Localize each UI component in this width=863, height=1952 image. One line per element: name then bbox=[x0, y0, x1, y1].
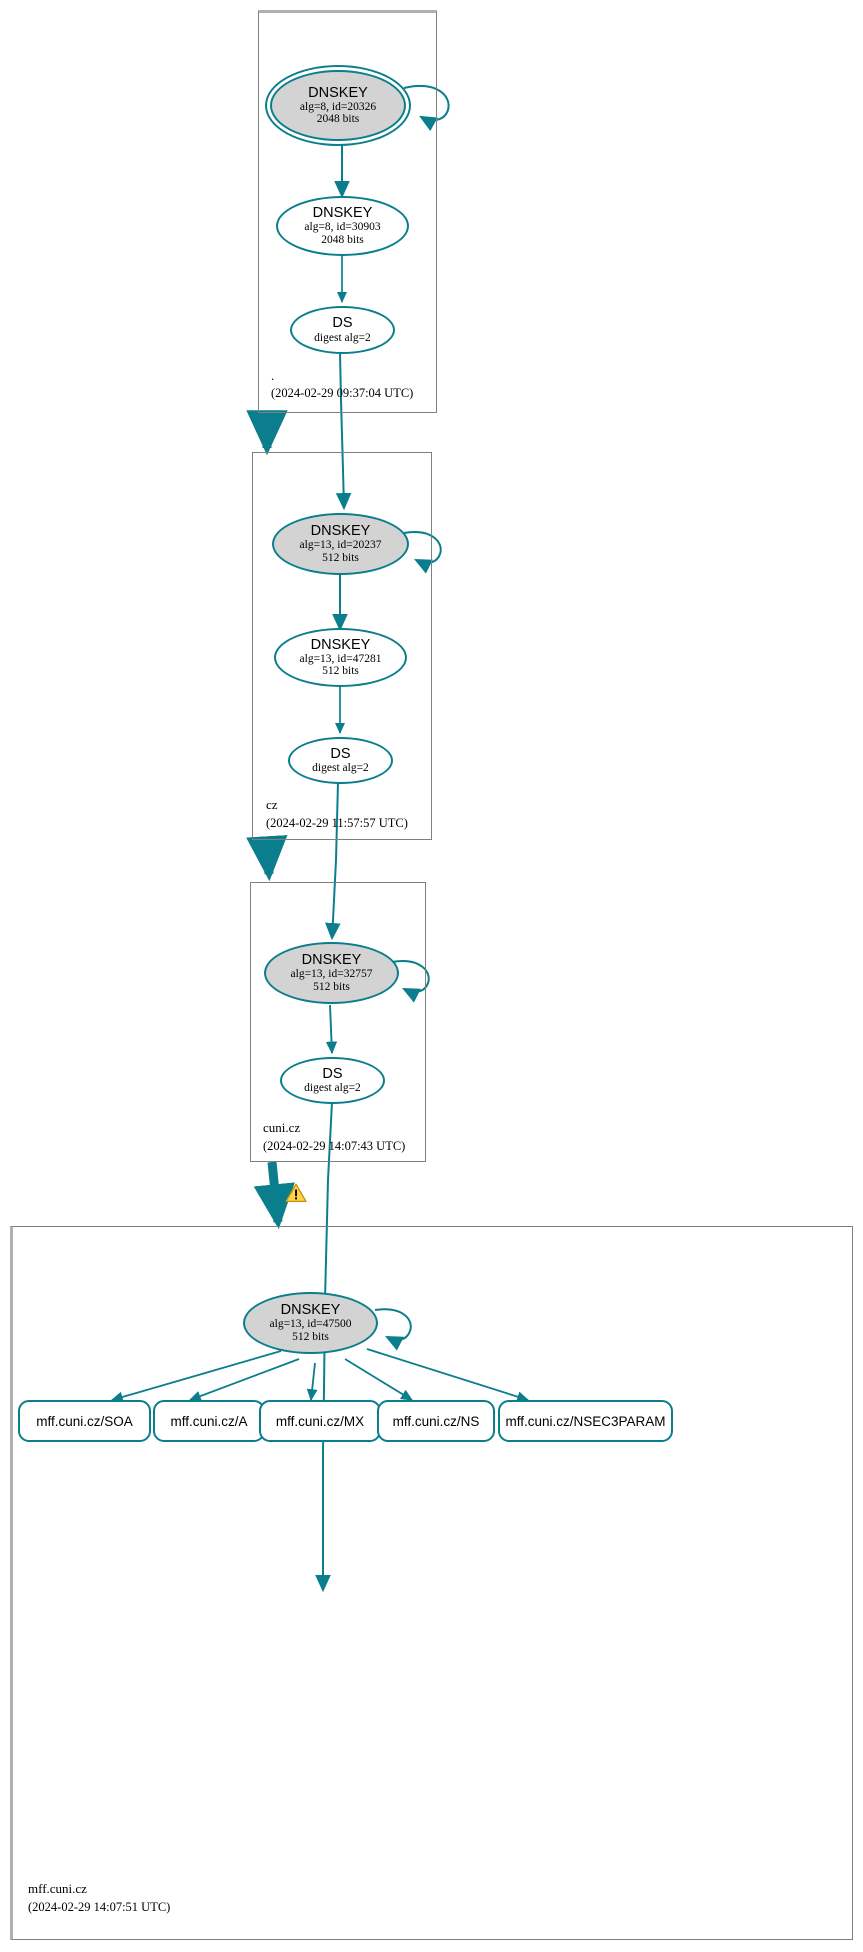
node-title: DS bbox=[332, 315, 353, 332]
node-root-zsk[interactable]: DNSKEY alg=8, id=30903 2048 bits bbox=[276, 196, 409, 256]
node-title: DNSKEY bbox=[301, 952, 362, 969]
node-title: DNSKEY bbox=[310, 523, 371, 540]
zone-timestamp-cuni: (2024-02-29 14:07:43 UTC) bbox=[263, 1139, 406, 1153]
node-title: DS bbox=[322, 1065, 343, 1082]
rrset-mff-ns[interactable]: mff.cuni.cz/NS bbox=[377, 1400, 495, 1442]
zone-timestamp-cz: (2024-02-29 11:57:57 UTC) bbox=[266, 816, 408, 830]
node-keyinfo: alg=13, id=47500 bbox=[269, 1318, 352, 1331]
node-mff-ksk[interactable]: DNSKEY alg=13, id=47500 512 bits bbox=[243, 1292, 378, 1354]
rrset-mff-soa[interactable]: mff.cuni.cz/SOA bbox=[18, 1400, 151, 1442]
zone-box-mff bbox=[10, 1226, 853, 1940]
node-cuni-ksk[interactable]: DNSKEY alg=13, id=32757 512 bits bbox=[264, 942, 399, 1004]
rrset-label: mff.cuni.cz/NS bbox=[392, 1413, 480, 1429]
node-keyinfo: alg=13, id=47281 bbox=[299, 652, 382, 665]
zone-timestamp-mff: (2024-02-29 14:07:51 UTC) bbox=[28, 1900, 171, 1914]
zone-label-cuni: cuni.cz bbox=[263, 1120, 301, 1135]
rrset-label: mff.cuni.cz/A bbox=[170, 1413, 248, 1429]
node-digestalg: digest alg=2 bbox=[304, 1082, 361, 1095]
node-keyinfo: alg=8, id=20326 bbox=[299, 100, 377, 113]
edge-delegation-cuni-to-mff bbox=[253, 1161, 295, 1230]
zone-timestamp-root: (2024-02-29 09:37:04 UTC) bbox=[271, 386, 414, 400]
rrset-mff-mx[interactable]: mff.cuni.cz/MX bbox=[259, 1400, 381, 1442]
node-title: DNSKEY bbox=[310, 636, 371, 653]
zone-box-root bbox=[258, 10, 437, 413]
node-title: DNSKEY bbox=[308, 84, 368, 101]
node-title: DS bbox=[330, 745, 351, 762]
node-keyinfo: alg=13, id=20237 bbox=[299, 539, 382, 552]
rrset-label: mff.cuni.cz/MX bbox=[275, 1413, 365, 1429]
rrset-mff-a[interactable]: mff.cuni.cz/A bbox=[153, 1400, 265, 1442]
warning-triangle-icon[interactable] bbox=[285, 1183, 307, 1203]
zone-box-cuni bbox=[250, 882, 426, 1162]
rrset-label: mff.cuni.cz/NSEC3PARAM bbox=[505, 1413, 666, 1429]
node-digestalg: digest alg=2 bbox=[312, 762, 369, 775]
zone-label-mff: mff.cuni.cz bbox=[28, 1881, 87, 1896]
node-keyinfo: alg=8, id=30903 bbox=[304, 221, 381, 234]
node-keysize: 2048 bits bbox=[316, 113, 360, 126]
zone-label-cz: cz bbox=[266, 797, 278, 812]
node-root-ds[interactable]: DS digest alg=2 bbox=[290, 306, 395, 354]
rrset-mff-nsec3param[interactable]: mff.cuni.cz/NSEC3PARAM bbox=[498, 1400, 673, 1442]
zone-box-cz bbox=[252, 452, 432, 840]
zone-label-root: . bbox=[271, 368, 275, 383]
node-keysize: 2048 bits bbox=[321, 233, 364, 246]
node-digestalg: digest alg=2 bbox=[314, 331, 371, 344]
edge-delegation-cz-to-cuni bbox=[246, 835, 288, 882]
node-keysize: 512 bits bbox=[292, 1330, 329, 1343]
node-keysize: 512 bits bbox=[322, 665, 359, 678]
rrset-label: mff.cuni.cz/SOA bbox=[36, 1413, 133, 1429]
node-cz-ksk[interactable]: DNSKEY alg=13, id=20237 512 bits bbox=[272, 513, 409, 575]
node-keysize: 512 bits bbox=[313, 980, 350, 993]
node-keysize: 512 bits bbox=[322, 551, 359, 564]
node-cz-ds[interactable]: DS digest alg=2 bbox=[288, 737, 393, 784]
node-cz-zsk[interactable]: DNSKEY alg=13, id=47281 512 bits bbox=[274, 628, 407, 687]
node-root-ksk[interactable]: DNSKEY alg=8, id=20326 2048 bits bbox=[270, 70, 406, 141]
node-title: DNSKEY bbox=[312, 205, 373, 222]
node-keyinfo: alg=13, id=32757 bbox=[290, 968, 373, 981]
node-cuni-ds[interactable]: DS digest alg=2 bbox=[280, 1057, 385, 1104]
node-title: DNSKEY bbox=[280, 1302, 341, 1319]
